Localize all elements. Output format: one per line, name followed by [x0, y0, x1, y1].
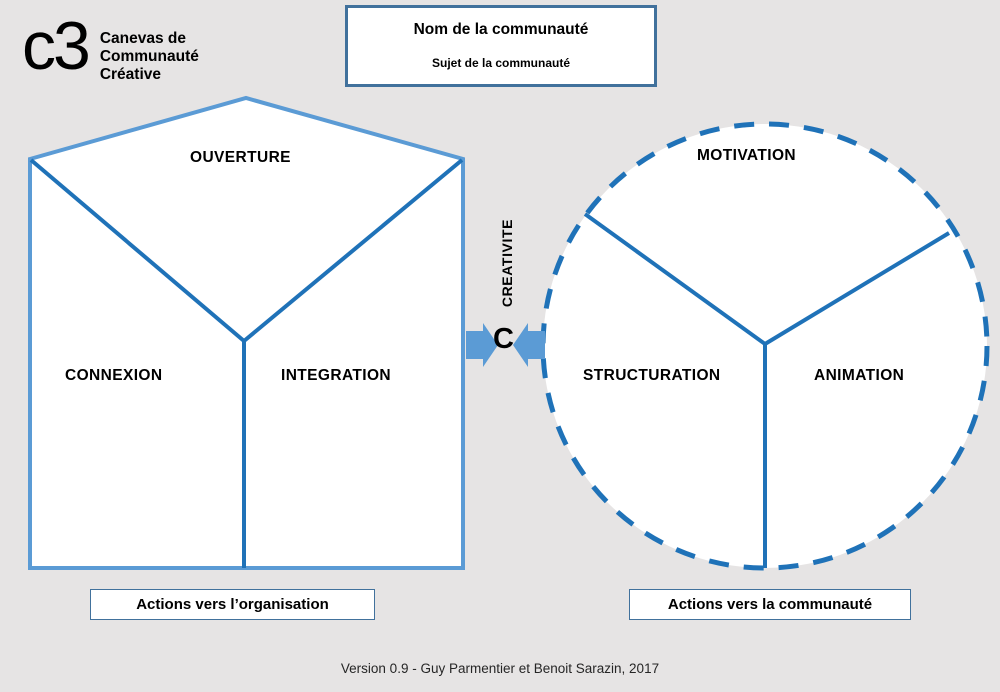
- pentagon-shape[interactable]: [28, 95, 465, 570]
- logo-mark: c3: [22, 8, 91, 84]
- label-motivation: MOTIVATION: [697, 147, 796, 164]
- actions-organisation-box[interactable]: Actions vers l’organisation: [90, 589, 375, 620]
- arrow-right-icon: [466, 323, 498, 367]
- label-ouverture: OUVERTURE: [190, 149, 291, 166]
- logo-text: Canevas de Communauté Créative: [99, 30, 199, 84]
- creativite-glyph: C: [493, 323, 514, 355]
- community-name: Nom de la communauté: [413, 21, 589, 38]
- label-connexion: CONNEXION: [65, 367, 163, 384]
- label-animation: ANIMATION: [814, 367, 905, 384]
- actions-communaute-box[interactable]: Actions vers la communauté: [629, 589, 911, 620]
- logo: c3 Canevas de Communauté Créative: [22, 12, 199, 84]
- arrow-left-icon: [513, 323, 545, 367]
- pentagon-dividers: [29, 158, 464, 568]
- footer-credit: Version 0.9 - Guy Parmentier et Benoit S…: [340, 661, 660, 676]
- circle-divider-right: [763, 231, 951, 346]
- circle-divider-left: [583, 212, 767, 346]
- circle-dividers: [583, 212, 951, 568]
- label-creativite: CREATIVITE: [499, 218, 515, 308]
- pentagon-divider-left: [29, 158, 246, 343]
- community-title-box[interactable]: Nom de la communauté Sujet de la communa…: [345, 5, 657, 87]
- label-integration: INTEGRATION: [281, 367, 392, 384]
- pentagon-divider-right: [242, 158, 464, 343]
- label-structuration: STRUCTURATION: [583, 367, 721, 384]
- community-subject: Sujet de la communauté: [431, 56, 571, 70]
